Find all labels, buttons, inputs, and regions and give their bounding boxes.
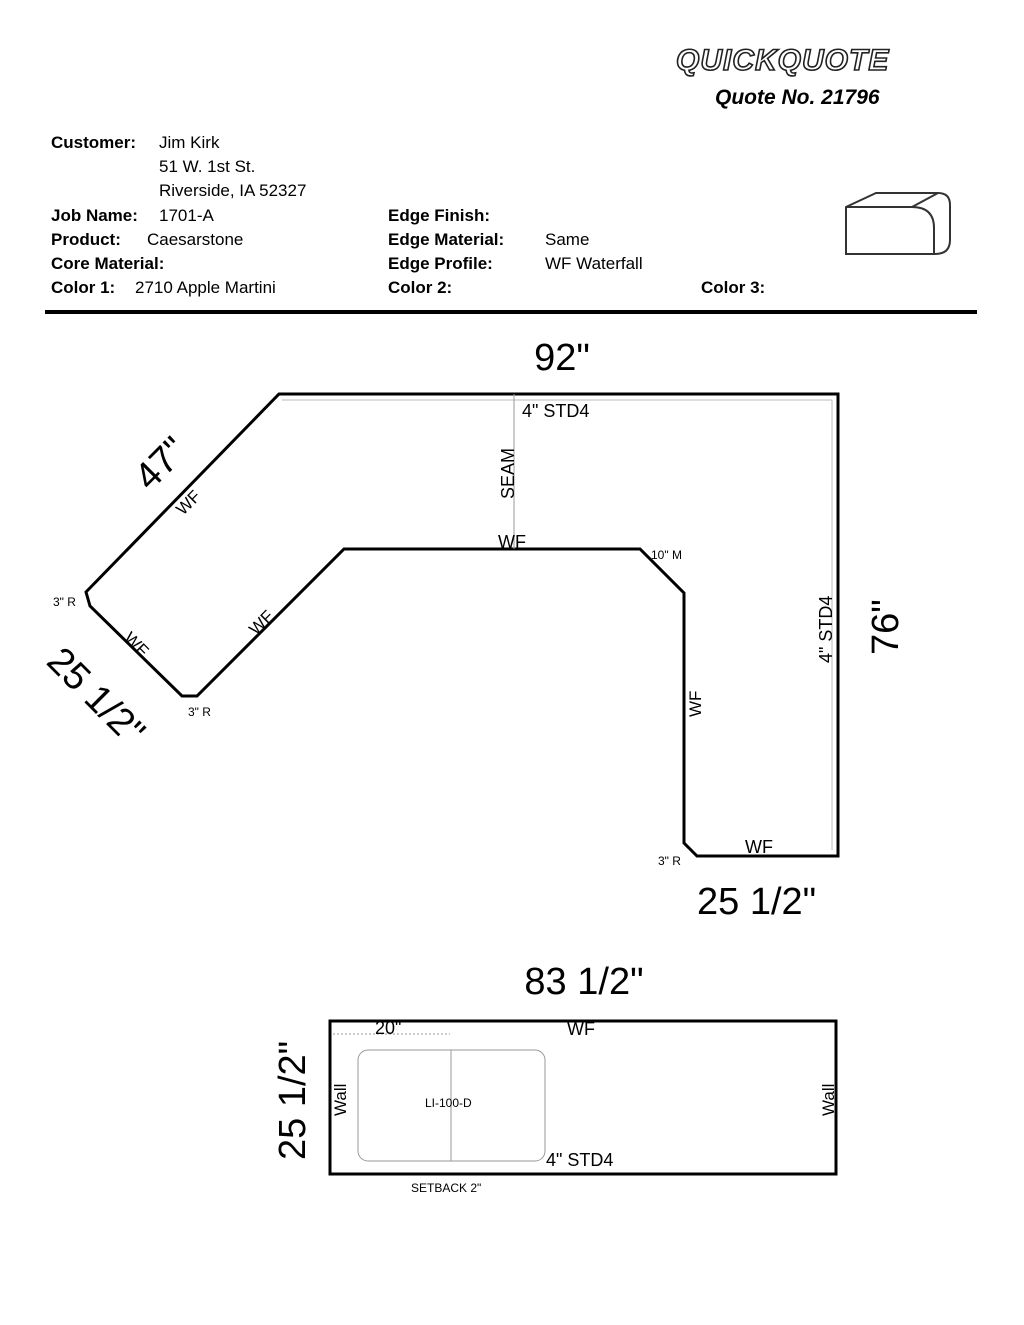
inner-top-wf: WF [498,532,526,552]
customer-address-line1: 51 W. 1st St. [159,157,256,176]
left-end-wf: WF [120,628,152,660]
product-label: Product: [51,230,121,249]
color1-value: 2710 Apple Martini [135,278,276,297]
customer-address-line2: Riverside, IA 52327 [159,181,307,200]
job-name-label: Job Name: [51,206,138,225]
customer-name: Jim Kirk [159,133,220,152]
quote-number-label: Quote No. [715,86,816,109]
top-wf: WF [567,1019,595,1039]
bottom-edge-label: 4" STD4 [546,1150,613,1170]
countertop-2-outline [328,1019,838,1176]
wall-right-label: Wall [819,1084,838,1116]
core-material-label: Core Material: [51,254,165,273]
edge-profile-icon [845,192,951,255]
quote-number: Quote No. 21796 [715,86,880,110]
dim-right-76: 76" [865,599,907,655]
edge-material-label: Edge Material: [388,230,505,249]
seam-label: SEAM [498,448,518,499]
edge-profile-label: Edge Profile: [388,254,493,273]
product-value: Caesarstone [147,230,244,249]
edge-finish-label: Edge Finish: [388,206,490,225]
top-edge-label: 4" STD4 [522,401,589,421]
radius-left-bottom: 3" R [188,705,211,719]
countertop-1-outline [84,392,840,858]
job-name-value: 1701-A [159,206,214,225]
quickquote-logo: QUICKQUOTE [675,43,890,78]
bottom-wf: WF [745,837,773,857]
diag-outer-wf: WF [172,487,204,519]
color1-label: Color 1: [51,278,116,297]
radius-left-top: 3" R [53,595,76,609]
edge-material-value: Same [545,230,590,249]
header-divider [45,310,977,314]
sink-offset-label: 20" [375,1018,401,1038]
edge-profile-value: WF Waterfall [545,254,643,273]
diag-inner-wf: WF [245,607,277,639]
inner-vertical-wf: WF [686,691,705,717]
color3-label: Color 3: [701,278,766,297]
setback-label: SETBACK 2" [411,1181,481,1195]
dim-bottom-25-1-2: 25 1/2" [697,881,816,923]
wall-left-label: Wall [331,1084,350,1116]
sink-model-label: LI-100-D [425,1096,472,1110]
customer-label: Customer: [51,133,137,152]
dim-top-83-1-2: 83 1/2" [524,961,643,1003]
radius-bottom: 3" R [658,854,681,868]
color2-label: Color 2: [388,278,453,297]
right-edge-label: 4" STD4 [816,596,836,663]
quote-number-value: 21796 [821,86,880,109]
dim-top-92: 92" [534,337,590,379]
miter-label: 10" M [651,548,682,562]
dim-left-25-1-2-second: 25 1/2" [272,1041,314,1160]
